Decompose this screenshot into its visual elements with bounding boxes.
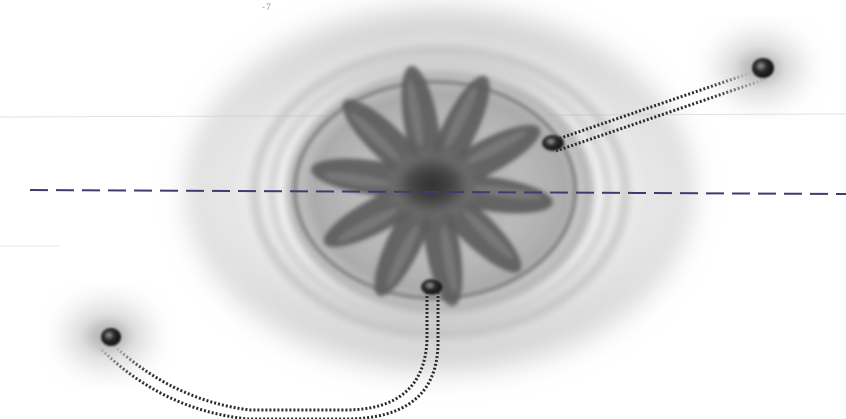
end-blob-upper-right	[718, 36, 802, 100]
end-blob-lower-left	[66, 304, 150, 368]
rim-bead-upper	[542, 135, 564, 151]
rim-bead-lower	[421, 279, 443, 295]
flower-core	[390, 153, 474, 217]
